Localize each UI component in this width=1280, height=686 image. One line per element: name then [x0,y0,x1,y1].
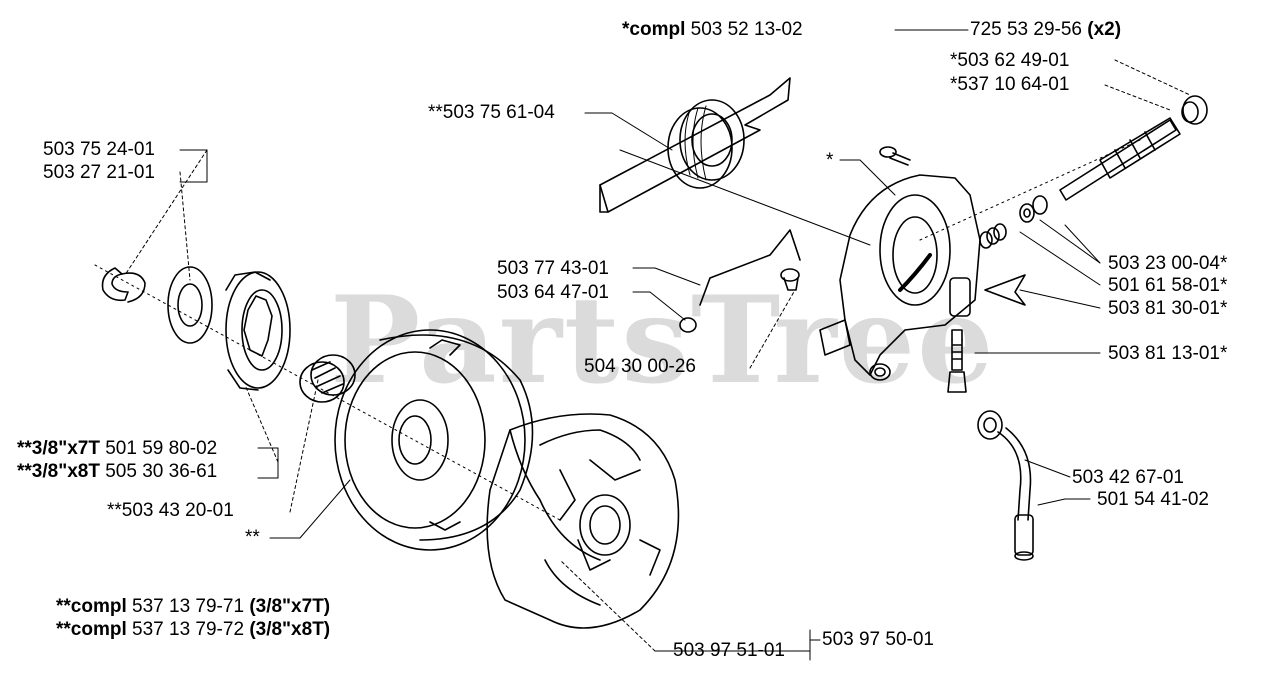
label-503-97-51-01: 503 97 51-01 [673,640,785,661]
label-drum-double-star: ** [245,527,260,548]
wire-spring [679,229,801,333]
label-3-8-7t-prefix: **3/8"x7T [17,438,100,459]
label-compl-top-prefix: *compl [622,19,686,40]
label-housing-star: * [826,150,834,171]
label-501-61-58-01: 501 61 58-01* [1108,275,1228,296]
label-503-77-43-01: 503 77 43-01 [497,258,609,279]
clutch-assembly [486,413,680,629]
oil-pump-housing [819,174,981,381]
label-503-81-30-01: 503 81 30-01* [1108,298,1228,319]
leader-lines [94,29,1191,661]
label-725-number: 725 53 29-56 [970,19,1082,40]
label-compl-7t-number: 537 13 79-71 [132,596,245,617]
label-503-27-21-01: 503 27 21-01 [43,162,155,183]
label-compl-top: *compl 503 52 13-02 [622,19,803,41]
label-725-qty: (x2) [1087,19,1122,40]
label-501-54-41-02: 501 54 41-02 [1097,489,1209,510]
small-washers [979,195,1048,249]
label-3-8-8t-prefix: **3/8"x8T [17,461,100,482]
label-compl-8t-suffix: (3/8"x8T) [249,619,331,640]
label-compl-8t-number: 537 13 79-72 [132,619,245,640]
label-compl-7t-prefix: **compl [56,596,127,617]
label-503-23-00-04: 503 23 00-04* [1108,253,1228,274]
arrow-plate [984,274,1026,306]
label-compl-8t-prefix: **compl [56,619,127,640]
label-503-62-49-01: *503 62 49-01 [950,50,1070,71]
label-503-75-24-01: 503 75 24-01 [43,139,155,160]
label-503-42-67-01: 503 42 67-01 [1072,467,1184,488]
label-compl-top-number: 503 52 13-02 [690,19,803,40]
pump-shaft [1059,95,1208,201]
label-503-43-20-01: **503 43 20-01 [107,500,234,521]
label-503-81-13-01: 503 81 13-01* [1108,343,1228,364]
clutch-drum [334,329,534,551]
label-compl-7t-suffix: (3/8"x7T) [249,596,331,617]
label-504-30-00-26: 504 30 00-26 [584,356,696,377]
screw [879,146,911,166]
label-3-8-7t-number: 501 59 80-02 [105,438,218,459]
label-3-8-8t-number: 505 30 36-61 [105,461,218,482]
oil-hose [977,410,1034,561]
label-3-8-8t: **3/8"x8T 505 30 36-61 [17,461,217,483]
label-503-75-61-04: **503 75 61-04 [428,102,555,123]
label-compl-7t: **compl 537 13 79-71 (3/8"x7T) [56,596,330,618]
label-537-10-64-01: *537 10 64-01 [950,74,1070,95]
e-clip [101,267,146,303]
label-725-53-29-56: 725 53 29-56 (x2) [970,19,1121,41]
clutch-tool-part [599,77,791,213]
label-503-97-50-01: 503 97 50-01 [822,629,934,650]
chain-sprocket [225,271,291,391]
label-3-8-7t: **3/8"x7T 501 59 80-02 [17,438,217,460]
washer [167,266,213,344]
adjusting-screw [947,329,967,393]
needle-bearing [299,354,356,403]
label-compl-8t: **compl 537 13 79-72 (3/8"x8T) [56,619,330,641]
label-503-64-47-01: 503 64 47-01 [497,282,609,303]
